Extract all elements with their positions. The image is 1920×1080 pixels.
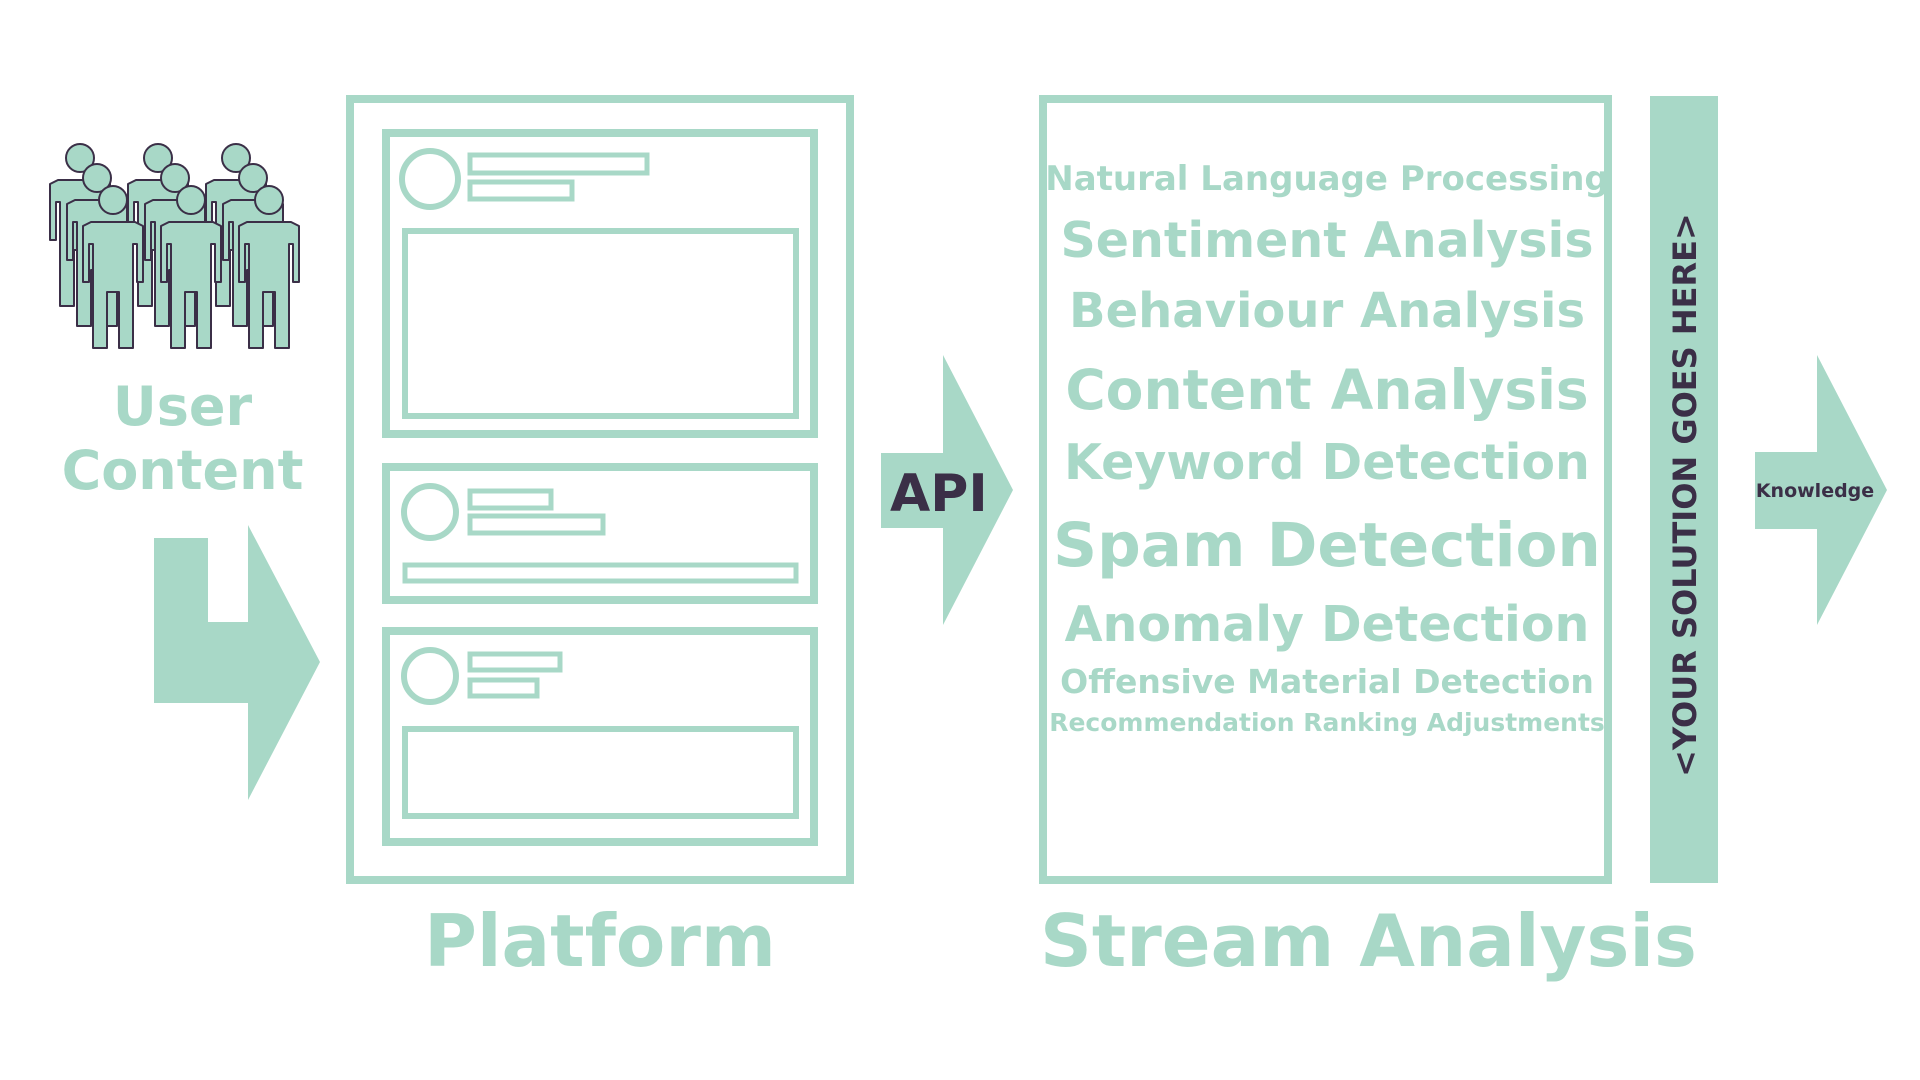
analysis-item-offensive: Offensive Material Detection	[1060, 662, 1594, 701]
analysis-item-spam: Spam Detection	[1053, 510, 1601, 581]
user-content-label: User Content	[61, 375, 304, 502]
solution-bar	[1650, 96, 1718, 883]
api-arrow-icon	[881, 355, 1013, 625]
knowledge-label: Knowledge	[1755, 480, 1875, 502]
analysis-list: Natural Language Processing Sentiment An…	[1045, 162, 1609, 737]
analysis-item-recommendation: Recommendation Ranking Adjustments	[1049, 708, 1605, 737]
knowledge-arrow-icon	[1755, 355, 1887, 625]
people-group-icon	[49, 143, 300, 349]
analysis-item-anomaly: Anomaly Detection	[1064, 596, 1590, 653]
bent-arrow-icon	[154, 525, 320, 800]
platform-post	[382, 627, 818, 846]
analysis-item-sentiment: Sentiment Analysis	[1060, 212, 1594, 269]
solution-label: <YOUR SOLUTION GOES HERE>	[1666, 213, 1704, 777]
platform-label: Platform	[424, 899, 776, 983]
stream-analysis-panel	[1039, 95, 1612, 884]
api-label: API	[890, 464, 988, 524]
analysis-item-nlp: Natural Language Processing	[1045, 159, 1609, 199]
platform-post	[382, 129, 818, 438]
analysis-item-behaviour: Behaviour Analysis	[1068, 283, 1586, 339]
stream-analysis-label: Stream Analysis	[1040, 899, 1697, 983]
analysis-item-content: Content Analysis	[1065, 358, 1589, 422]
platform-post	[382, 463, 818, 604]
analysis-item-keyword: Keyword Detection	[1064, 434, 1590, 491]
platform-panel	[346, 95, 854, 884]
